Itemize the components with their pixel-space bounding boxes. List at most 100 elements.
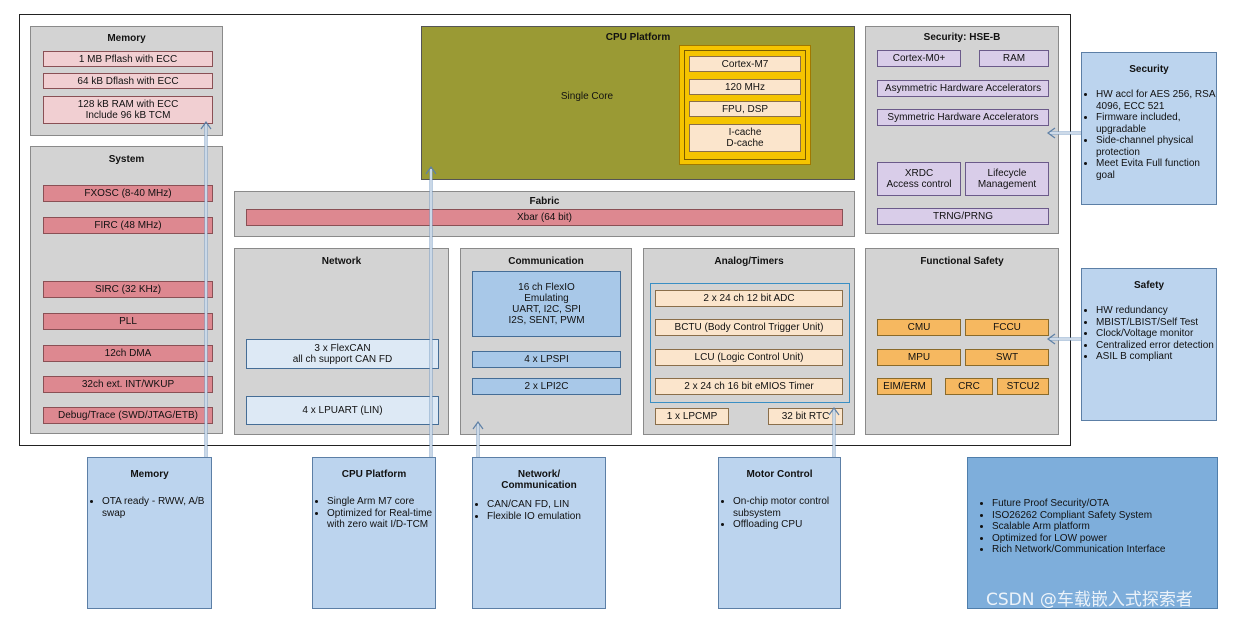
security-hse-title: Security: HSE-B xyxy=(923,32,1001,43)
network-note-item: Flexible IO emulation xyxy=(487,511,605,523)
functional-safety-title: Functional Safety xyxy=(920,256,1004,267)
summary-item: Optimized for LOW power xyxy=(992,533,1217,545)
system-panel: System FXOSC (8-40 MHz) FIRC (48 MHz) SI… xyxy=(30,146,223,434)
safety-note-item: ASIL B compliant xyxy=(1096,351,1216,363)
safety-note-item: Centralized error detection xyxy=(1096,340,1216,352)
summary-item: Future Proof Security/OTA xyxy=(992,498,1217,510)
asymmetric-accelerators-block: Asymmetric Hardware Accelerators xyxy=(877,80,1049,97)
bctu-block: BCTU (Body Control Trigger Unit) xyxy=(655,319,843,336)
network-note-title: Network/ Communication xyxy=(501,469,577,491)
fxosc-block: FXOSC (8-40 MHz) xyxy=(43,185,213,202)
safety-note-title: Safety xyxy=(1133,280,1164,291)
mpu-block: MPU xyxy=(877,349,961,366)
lpspi-block: 4 x LPSPI xyxy=(472,351,621,368)
cortex-m0-block: Cortex-M0+ xyxy=(877,50,961,67)
motor-control-subsystem-frame xyxy=(650,283,850,403)
pflash-block: 1 MB Pflash with ECC xyxy=(43,51,213,67)
safety-note-item: MBIST/LBIST/Self Test xyxy=(1096,317,1216,329)
memory-note-title: Memory xyxy=(130,469,169,480)
summary-item: Scalable Arm platform xyxy=(992,521,1217,533)
network-note-list: CAN/CAN FD, LIN Flexible IO emulation xyxy=(473,499,605,522)
dflash-block: 64 kB Dflash with ECC xyxy=(43,73,213,89)
safety-note: Safety HW redundancy MBIST/LBIST/Self Te… xyxy=(1081,268,1217,421)
security-note-item: HW accl for AES 256, RSA 4096, ECC 521 xyxy=(1096,89,1216,112)
security-hse-panel: Security: HSE-B Cortex-M0+ RAM Asymmetri… xyxy=(865,26,1059,234)
ram-block: 128 kB RAM with ECC Include 96 kB TCM xyxy=(43,96,213,124)
safety-note-item: HW redundancy xyxy=(1096,305,1216,317)
summary-item: ISO26262 Compliant Safety System xyxy=(992,510,1217,522)
rtc-block: 32 bit RTC xyxy=(768,408,843,425)
watermark-text: CSDN @车载嵌入式探索者 xyxy=(986,590,1193,610)
safety-note-item: Clock/Voltage monitor xyxy=(1096,328,1216,340)
network-note-item: CAN/CAN FD, LIN xyxy=(487,499,605,511)
hse-ram-block: RAM xyxy=(979,50,1049,67)
security-note-list: HW accl for AES 256, RSA 4096, ECC 521 F… xyxy=(1082,89,1216,181)
fpu-dsp-block: FPU, DSP xyxy=(689,101,801,117)
motor-control-note-list: On-chip motor control subsystem Offloadi… xyxy=(719,496,840,531)
memory-note-item: OTA ready - RWW, A/B swap xyxy=(102,496,211,519)
analog-timers-title: Analog/Timers xyxy=(714,256,784,267)
cpu-platform-note-item: Single Arm M7 core xyxy=(327,496,435,508)
trng-block: TRNG/PRNG xyxy=(877,208,1049,225)
cpu-platform-note: CPU Platform Single Arm M7 core Optimize… xyxy=(312,457,436,609)
fabric-title: Fabric xyxy=(529,196,560,207)
fabric-panel: Fabric Xbar (64 bit) xyxy=(234,191,855,237)
security-note-title: Security xyxy=(1129,64,1169,75)
motor-control-note-title: Motor Control xyxy=(746,469,813,480)
cpu-platform-note-list: Single Arm M7 core Optimized for Real-ti… xyxy=(313,496,435,531)
network-title: Network xyxy=(321,256,362,267)
network-note: Network/ Communication CAN/CAN FD, LIN F… xyxy=(472,457,606,609)
cpu-platform-note-item: Optimized for Real-time with zero wait I… xyxy=(327,508,435,531)
motor-control-note-item: On-chip motor control subsystem xyxy=(733,496,840,519)
cpu-platform-title: CPU Platform xyxy=(605,32,671,43)
security-note-item: Side-channel physical protection xyxy=(1096,135,1216,158)
summary-list: Future Proof Security/OTA ISO26262 Compl… xyxy=(968,498,1217,556)
summary-box: Future Proof Security/OTA ISO26262 Compl… xyxy=(967,457,1218,610)
emios-block: 2 x 24 ch 16 bit eMIOS Timer xyxy=(655,378,843,395)
security-note-item: Firmware included, upgradable xyxy=(1096,112,1216,135)
motor-control-note: Motor Control On-chip motor control subs… xyxy=(718,457,841,609)
crc-block: CRC xyxy=(945,378,993,395)
lifecycle-block: Lifecycle Management xyxy=(965,162,1049,196)
single-core-label: Single Core xyxy=(560,90,614,102)
xrdc-block: XRDC Access control xyxy=(877,162,961,196)
security-note-item: Meet Evita Full function goal xyxy=(1096,158,1216,181)
analog-timers-panel: Analog/Timers 2 x 24 ch 12 bit ADC BCTU … xyxy=(643,248,855,435)
cpu-platform-note-title: CPU Platform xyxy=(341,469,407,480)
debug-trace-block: Debug/Trace (SWD/JTAG/ETB) xyxy=(43,407,213,424)
xbar-block: Xbar (64 bit) xyxy=(246,209,843,226)
fccu-block: FCCU xyxy=(965,319,1049,336)
firc-block: FIRC (48 MHz) xyxy=(43,217,213,234)
cache-block: I-cache D-cache xyxy=(689,124,801,152)
memory-panel: Memory 1 MB Pflash with ECC 64 kB Dflash… xyxy=(30,26,223,136)
swt-block: SWT xyxy=(965,349,1049,366)
communication-title: Communication xyxy=(508,256,584,267)
memory-title: Memory xyxy=(107,33,146,44)
communication-panel: Communication 16 ch FlexIO Emulating UAR… xyxy=(460,248,632,435)
memory-note-list: OTA ready - RWW, A/B swap xyxy=(88,496,211,519)
cortex-m7-block: Cortex-M7 xyxy=(689,56,801,72)
functional-safety-panel: Functional Safety CMU FCCU MPU SWT EIM/E… xyxy=(865,248,1059,435)
int-wkup-block: 32ch ext. INT/WKUP xyxy=(43,376,213,393)
network-panel: Network 3 x FlexCAN all ch support CAN F… xyxy=(234,248,449,435)
security-note: Security HW accl for AES 256, RSA 4096, … xyxy=(1081,52,1217,205)
cmu-block: CMU xyxy=(877,319,961,336)
symmetric-accelerators-block: Symmetric Hardware Accelerators xyxy=(877,109,1049,126)
lpcmp-block: 1 x LPCMP xyxy=(655,408,729,425)
summary-item: Rich Network/Communication Interface xyxy=(992,544,1217,556)
eim-erm-block: EIM/ERM xyxy=(877,378,932,395)
safety-note-list: HW redundancy MBIST/LBIST/Self Test Cloc… xyxy=(1082,305,1216,363)
sirc-block: SIRC (32 KHz) xyxy=(43,281,213,298)
system-title: System xyxy=(108,154,145,165)
cpu-platform-panel: CPU Platform Single Core Cortex-M7 120 M… xyxy=(421,26,855,180)
lpuart-block: 4 x LPUART (LIN) xyxy=(246,396,439,425)
flexcan-block: 3 x FlexCAN all ch support CAN FD xyxy=(246,339,439,369)
lcu-block: LCU (Logic Control Unit) xyxy=(655,349,843,366)
motor-control-note-item: Offloading CPU xyxy=(733,519,840,531)
lpi2c-block: 2 x LPI2C xyxy=(472,378,621,395)
memory-note: Memory OTA ready - RWW, A/B swap xyxy=(87,457,212,609)
adc-block: 2 x 24 ch 12 bit ADC xyxy=(655,290,843,307)
pll-block: PLL xyxy=(43,313,213,330)
flexio-block: 16 ch FlexIO Emulating UART, I2C, SPI I2… xyxy=(472,271,621,337)
